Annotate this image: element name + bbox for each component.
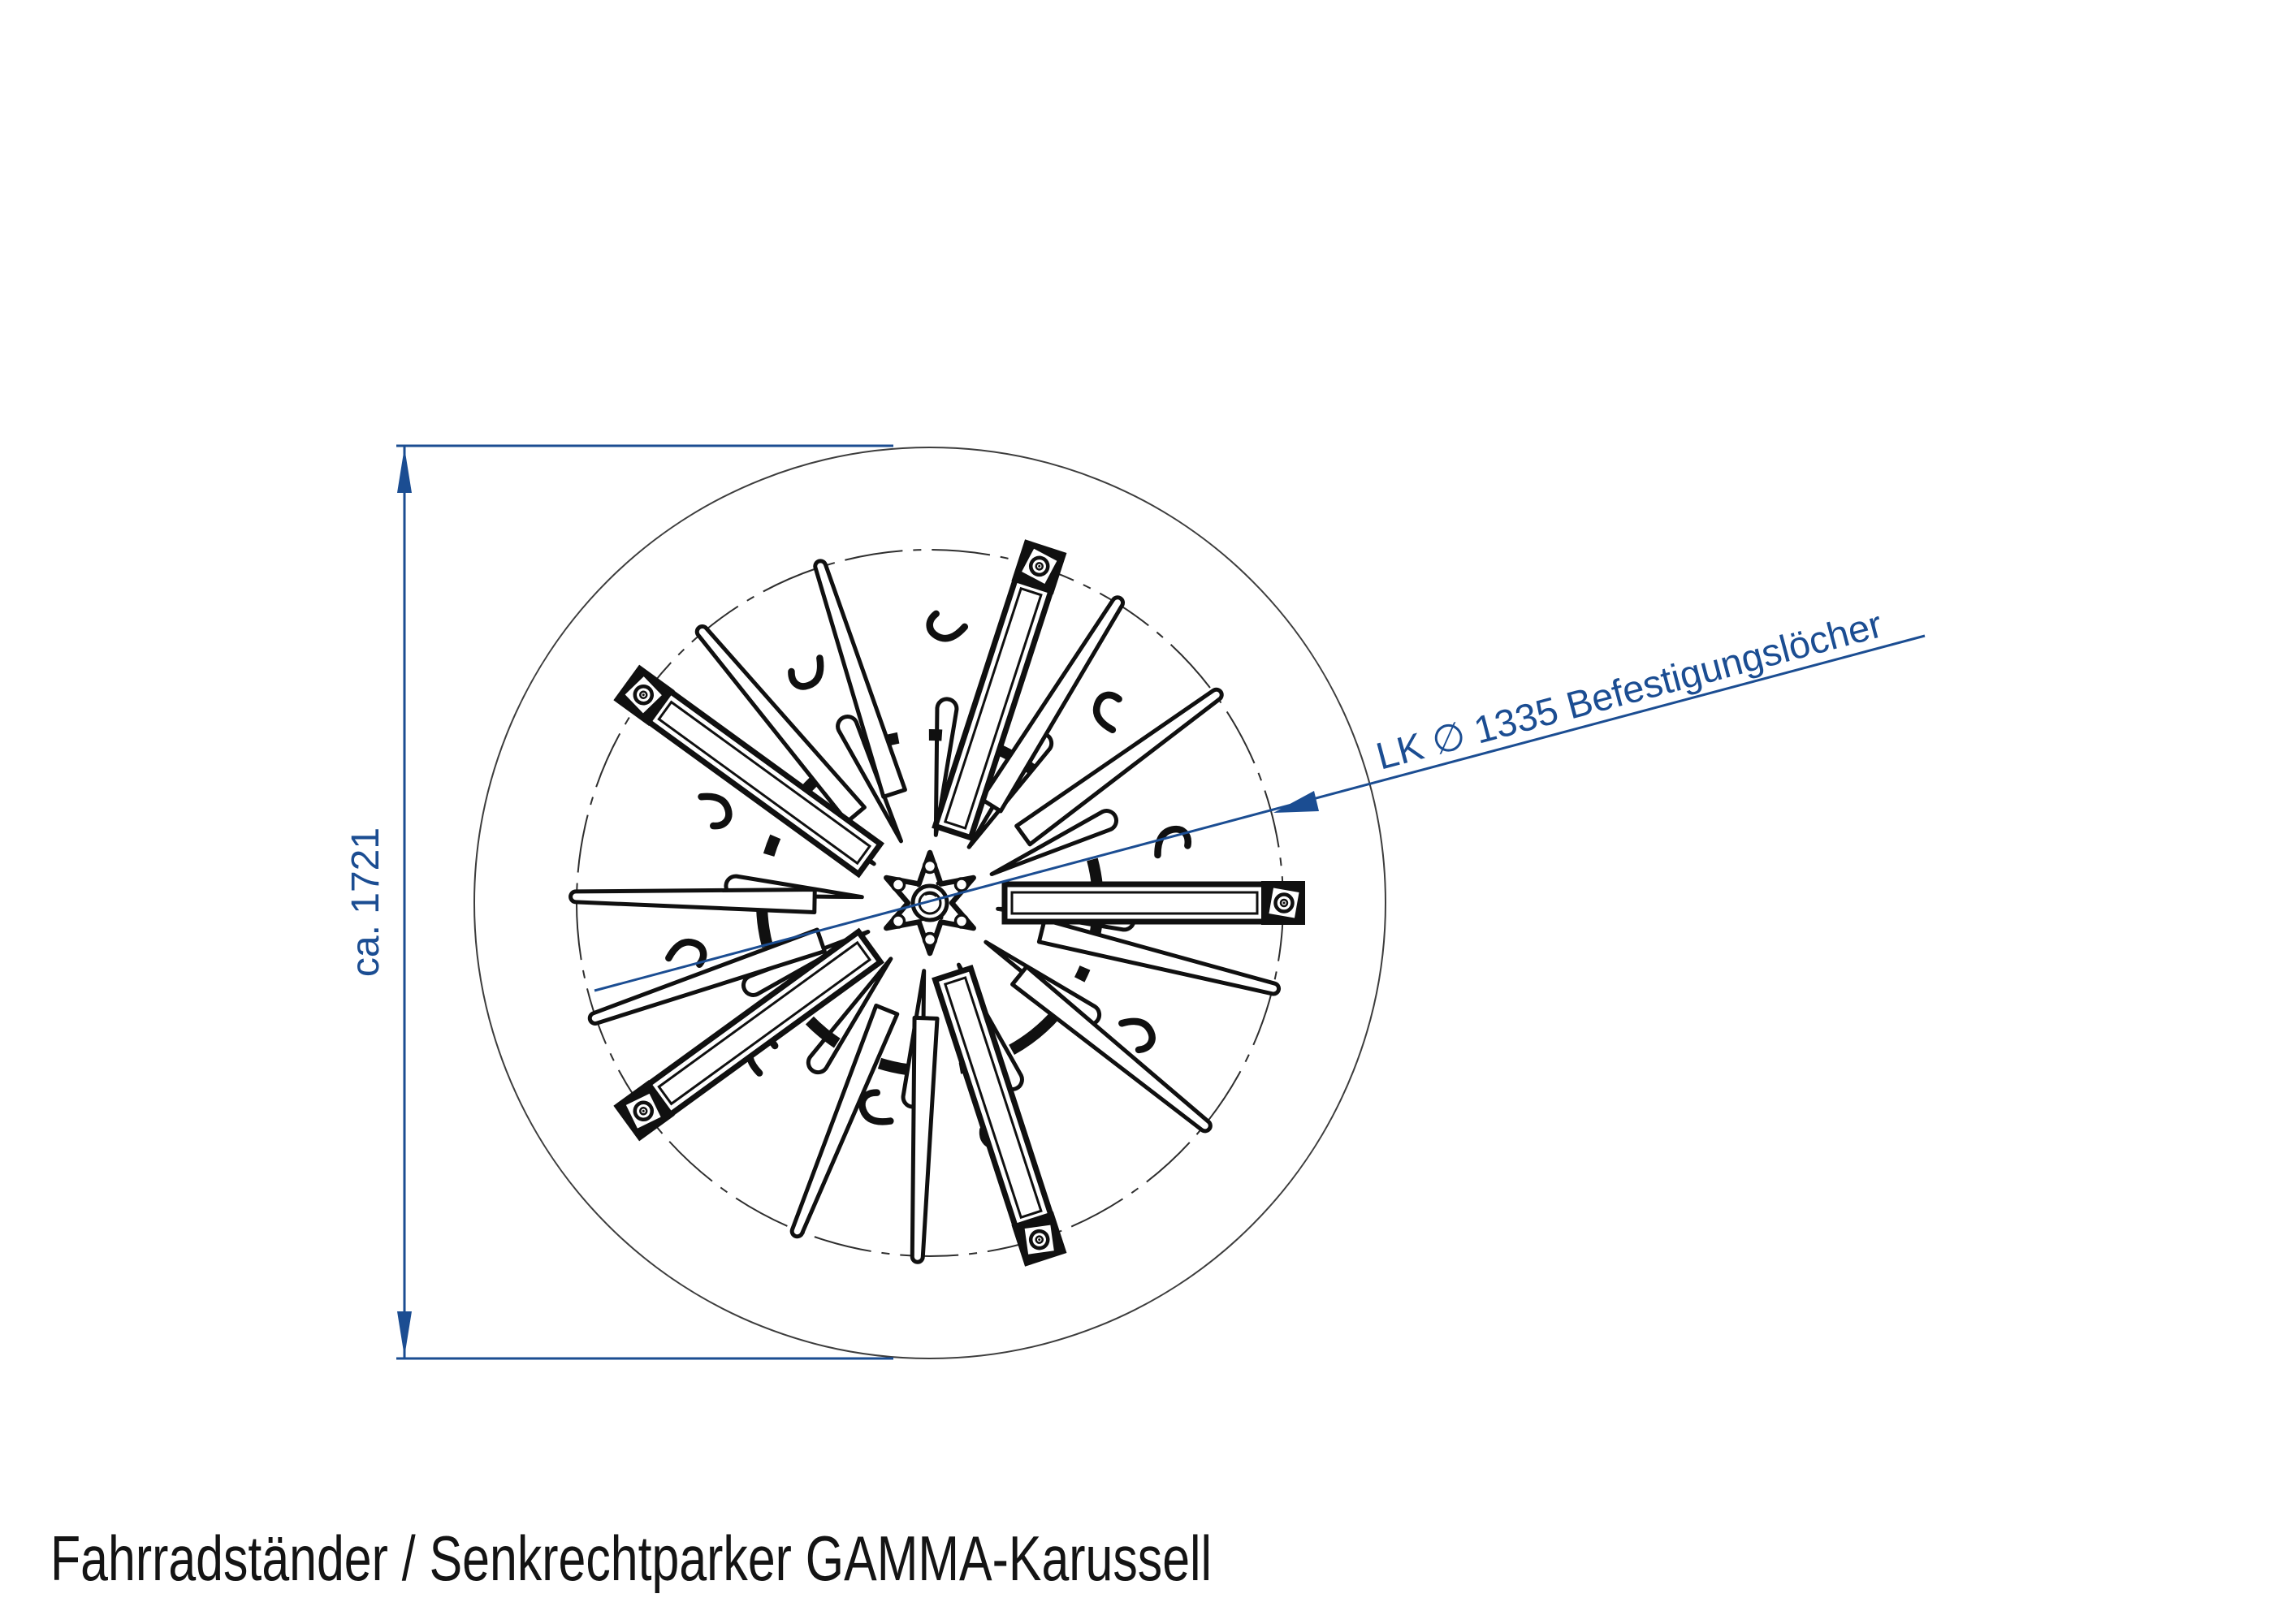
- wheel-hook: [925, 608, 965, 646]
- wheel-hook: [1155, 827, 1189, 855]
- wheel-hook: [1091, 692, 1125, 730]
- hub-dot: [916, 883, 921, 888]
- wheel-hook: [859, 1091, 890, 1127]
- hub-bolt: [890, 914, 906, 929]
- hub-center-mark: [924, 892, 937, 897]
- wheel-rail: [1013, 966, 1217, 1138]
- hub-dot: [939, 915, 944, 920]
- hub-bolt: [890, 877, 906, 892]
- support-leg: [1005, 881, 1305, 925]
- dimension-arrow-up: [397, 447, 412, 493]
- wheel-rail: [1039, 920, 1281, 1001]
- wheel-hook: [789, 658, 826, 689]
- center-hub: [884, 849, 976, 957]
- hub-bolt: [953, 877, 970, 892]
- leader-line: [594, 634, 1926, 992]
- hub-bolt: [953, 914, 970, 929]
- leader-callout-label: LK ∅ 1335 Befestigungslöcher: [1372, 602, 1887, 777]
- wheel-hook: [702, 792, 732, 827]
- hub-bolt: [922, 858, 938, 875]
- hub-dot: [919, 917, 924, 922]
- hub-center-axle: [910, 883, 949, 922]
- wheel-rail: [570, 885, 815, 912]
- drawing-title: Fahrradständer / Senkrechtparker GAMMA-K…: [50, 1523, 1212, 1594]
- wheel-hook: [1122, 1014, 1156, 1052]
- hub-dot: [936, 881, 940, 886]
- carousel-top-view: [473, 447, 1386, 1359]
- outer-footprint-circle: [473, 447, 1386, 1359]
- dimension-arrow-down: [397, 1311, 412, 1357]
- vertical-dimension-label: ca. 1721: [344, 827, 387, 977]
- hub-bolt: [922, 931, 938, 948]
- leader-arrow: [1273, 791, 1319, 813]
